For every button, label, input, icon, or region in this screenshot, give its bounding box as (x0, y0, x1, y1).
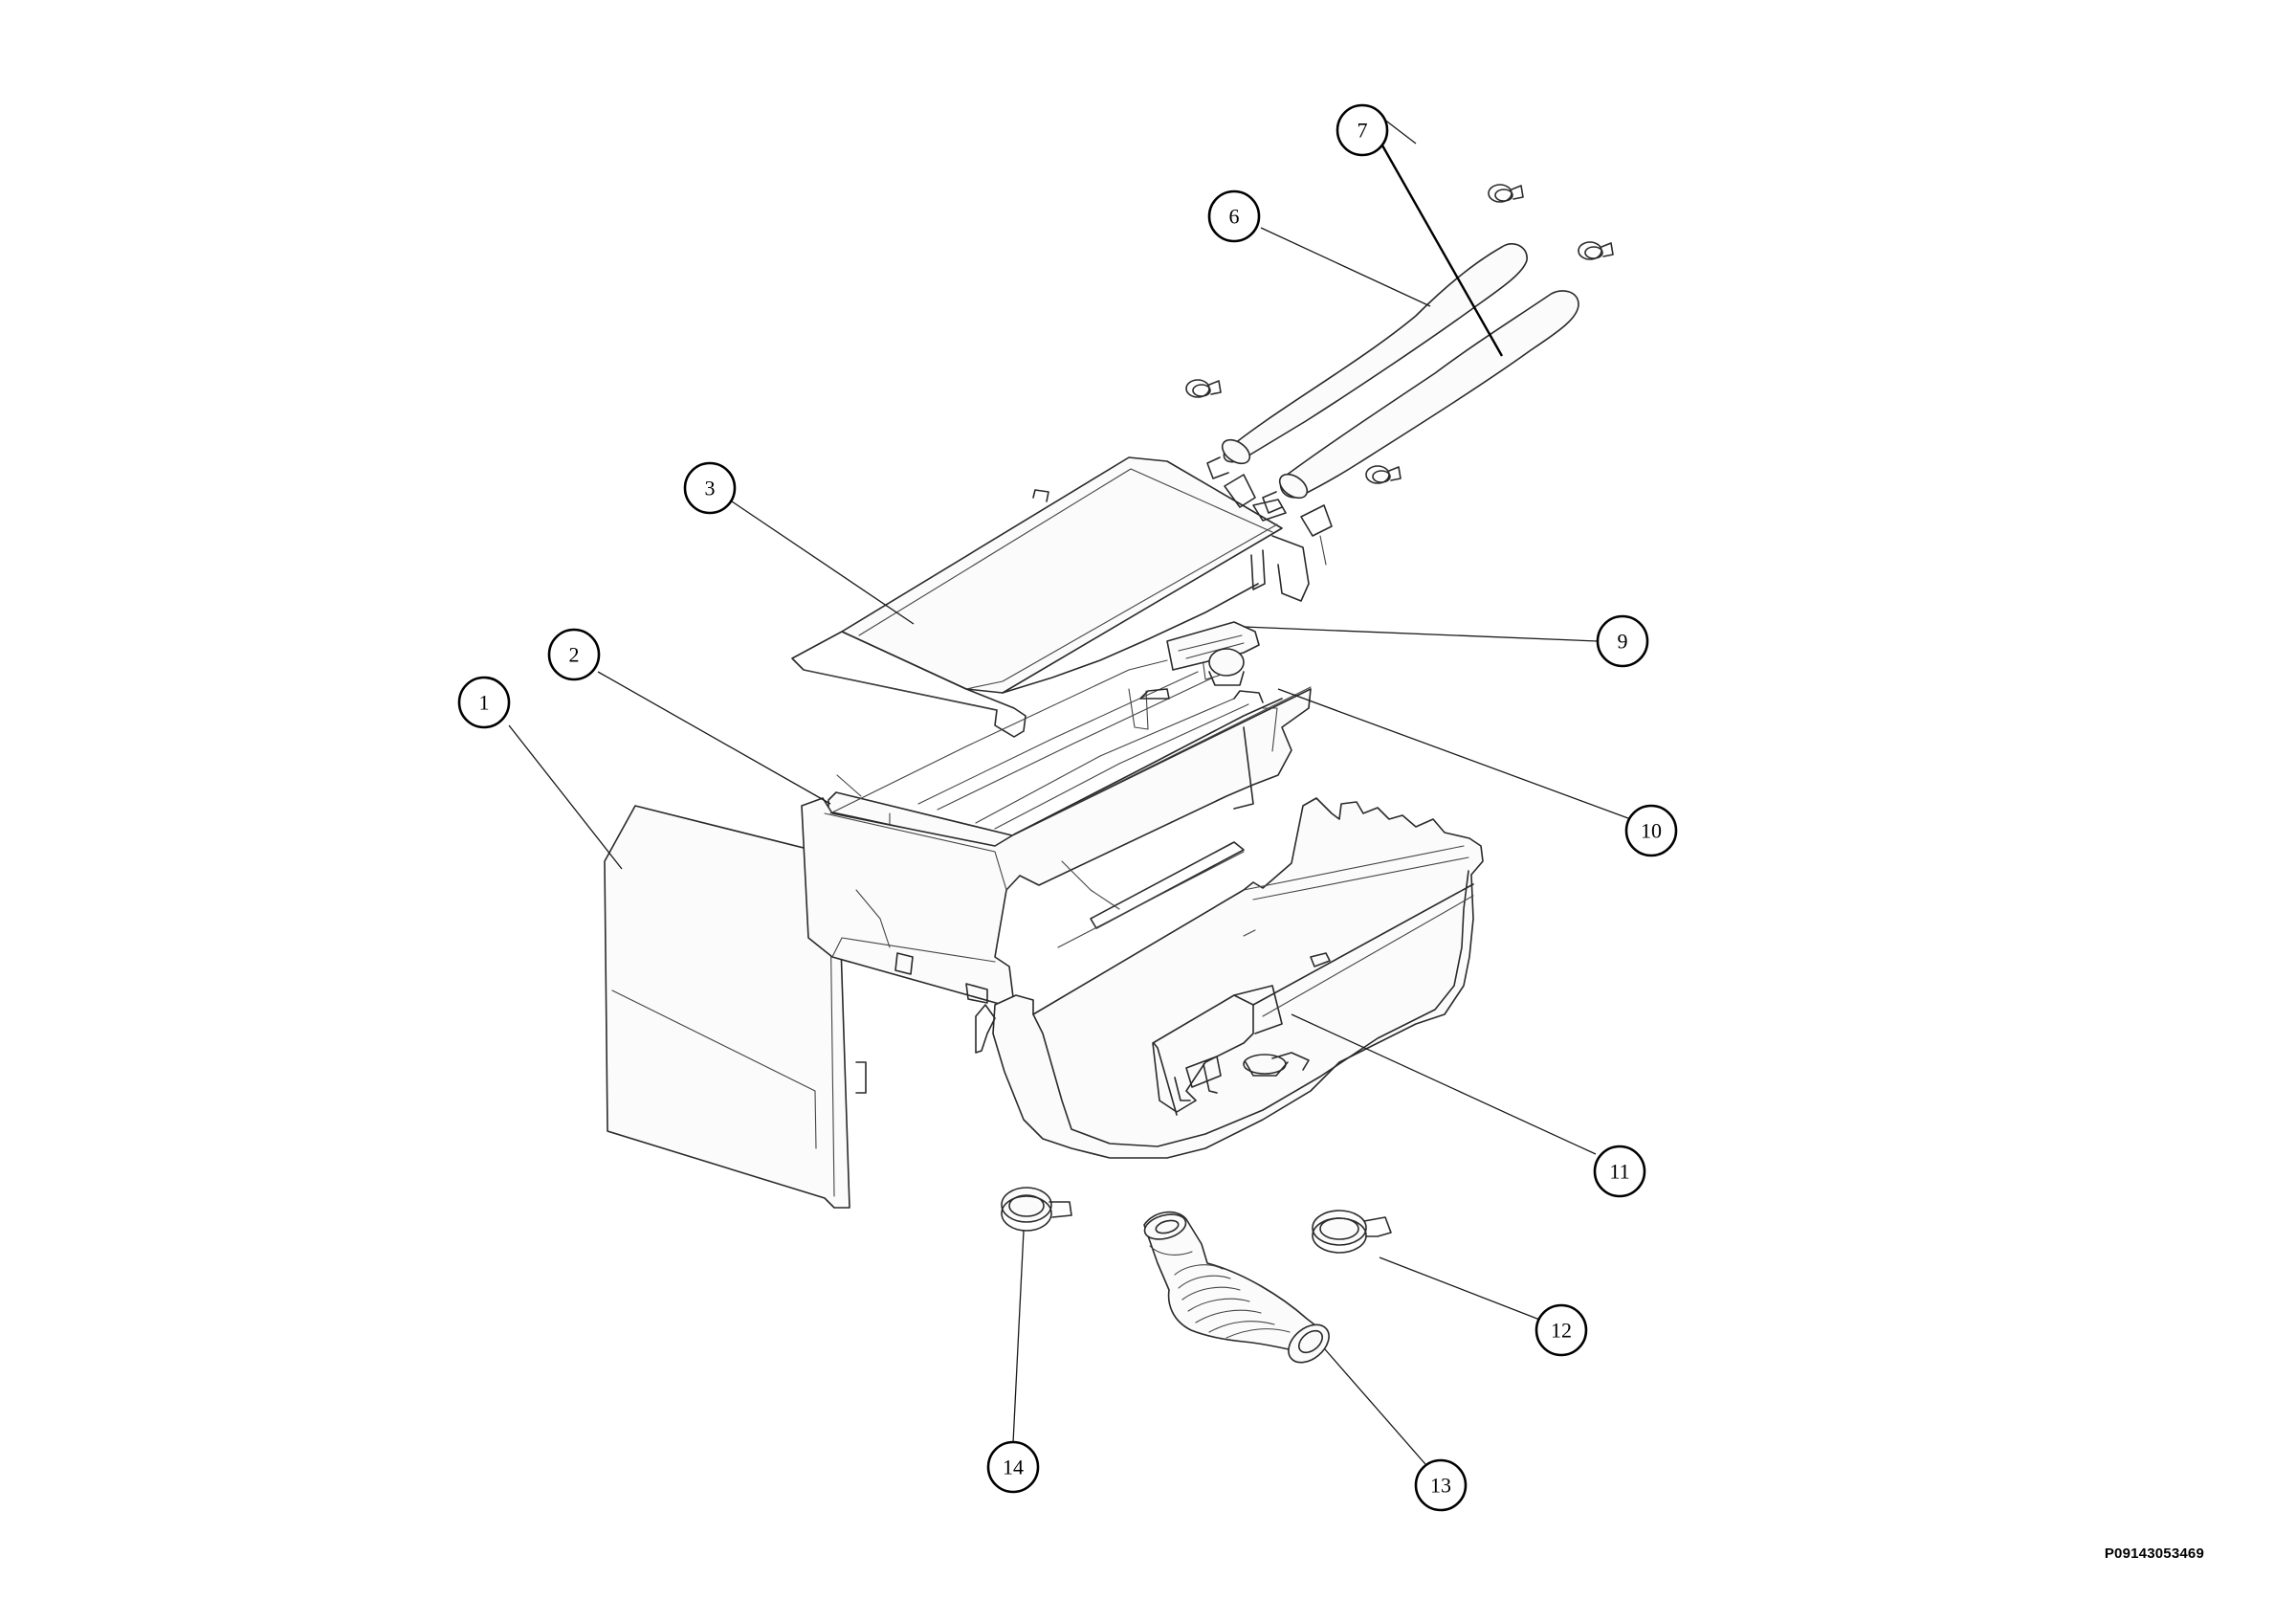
part-code: P09143053469 (2104, 1545, 2204, 1562)
callout-3-label: 3 (705, 477, 716, 500)
part-7-hose (1262, 290, 1579, 514)
callout-2: 2 (547, 628, 601, 681)
part-13-bellows-hose (1143, 1211, 1330, 1364)
leader-14 (1012, 1230, 1025, 1444)
part-3-lid (791, 456, 1333, 738)
leader-3 (731, 500, 915, 625)
callout-14-label: 14 (1003, 1456, 1024, 1479)
callout-13-label: 13 (1430, 1474, 1451, 1498)
callout-6-label: 6 (1229, 205, 1240, 229)
leader-6 (1260, 227, 1431, 307)
callout-9: 9 (1596, 614, 1649, 668)
callout-12-label: 12 (1551, 1319, 1572, 1343)
callouts: 1 2 3 6 7 9 10 11 (457, 103, 1678, 1512)
leader-7 (1380, 145, 1504, 357)
leader-9 (1243, 626, 1599, 642)
hose-clip-a (1185, 379, 1222, 398)
leader-13 (1324, 1348, 1426, 1465)
callout-14: 14 (986, 1440, 1040, 1494)
leader-1 (508, 724, 623, 870)
callout-12: 12 (1534, 1303, 1588, 1357)
hose-clip-c (1488, 184, 1524, 203)
callout-11: 11 (1593, 1145, 1646, 1198)
leader-2 (597, 671, 831, 805)
callout-6: 6 (1207, 189, 1261, 243)
callout-1: 1 (457, 676, 511, 729)
callout-7: 7 (1336, 103, 1389, 157)
leader-10 (1277, 688, 1637, 822)
hose-clip-b (1365, 465, 1402, 484)
part-11-tray (975, 797, 1484, 1159)
callout-1-label: 1 (479, 691, 490, 715)
callout-3: 3 (683, 461, 737, 515)
part-10-housing (801, 659, 1312, 1017)
leader-lines (508, 118, 1637, 1465)
callout-7-label: 7 (1358, 119, 1368, 143)
leader-11 (1291, 1013, 1597, 1155)
leader-7b (1382, 118, 1417, 145)
hose-clips-group (1185, 184, 1614, 484)
hose-clip-d (1578, 241, 1614, 260)
callout-11-label: 11 (1609, 1160, 1629, 1184)
callout-10: 10 (1624, 804, 1678, 857)
part-12-clamp (1312, 1210, 1392, 1254)
callout-2-label: 2 (569, 643, 580, 667)
callout-13: 13 (1414, 1458, 1468, 1512)
callout-10-label: 10 (1641, 819, 1662, 843)
part-6-hose (1206, 243, 1528, 479)
part-9-siphon (1166, 621, 1260, 686)
leader-12 (1379, 1256, 1543, 1322)
part-14-clamp (1001, 1187, 1072, 1232)
callout-9-label: 9 (1618, 630, 1628, 654)
